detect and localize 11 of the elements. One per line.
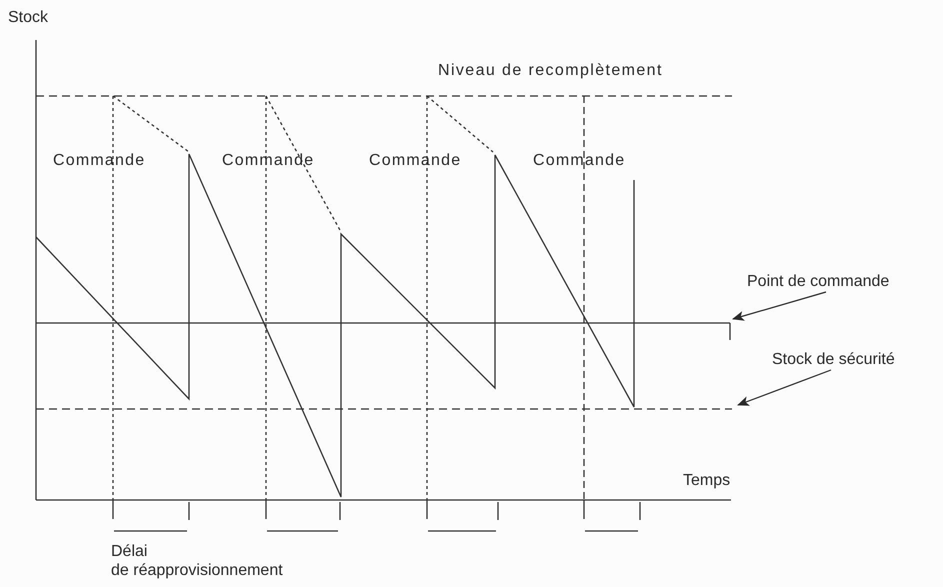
callout-label: Stock de sécurité <box>772 350 895 370</box>
axis-label: Temps <box>683 471 730 490</box>
order-label: Commande <box>369 151 462 170</box>
leader-arrow <box>732 291 826 321</box>
order-label: Commande <box>53 151 146 170</box>
lead-time-label: Délai de réapprovisionnement <box>111 542 283 580</box>
callout-label: Point de commande <box>747 272 890 292</box>
axis-label: Stock <box>8 8 48 27</box>
level-label: Niveau de recomplètement <box>438 61 663 80</box>
order-label: Commande <box>533 151 626 170</box>
leader-arrow <box>737 369 832 406</box>
